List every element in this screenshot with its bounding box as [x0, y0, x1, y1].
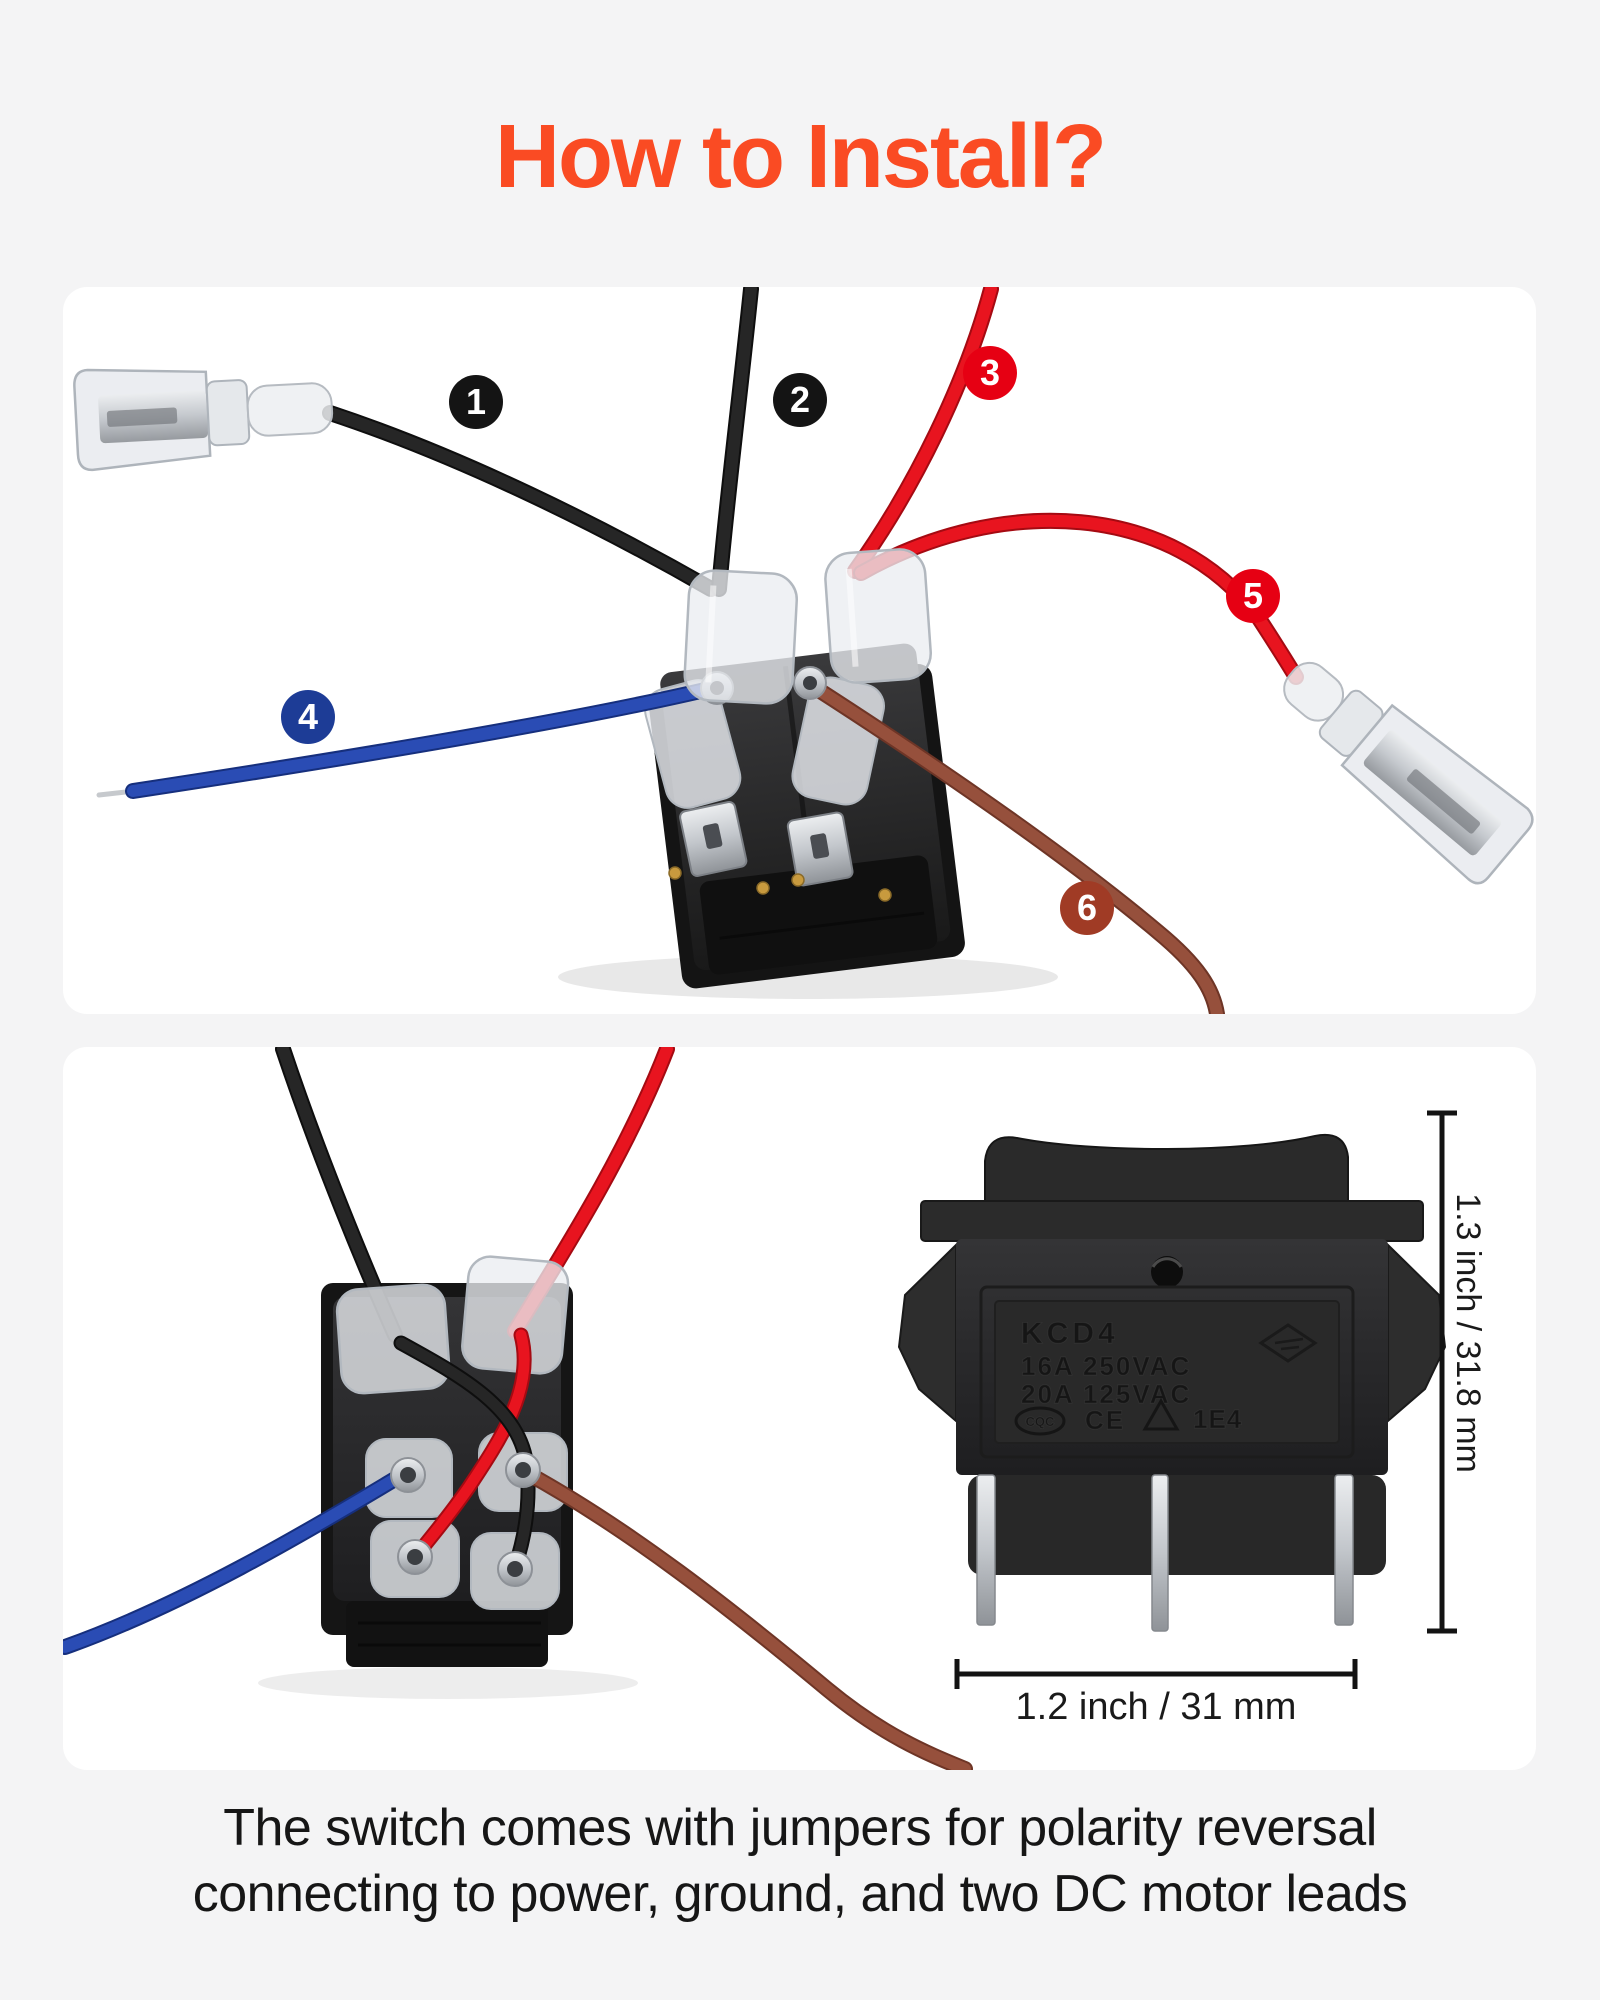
quick-disconnect-connector-5	[1283, 661, 1534, 885]
marking-model: KCD4	[1021, 1317, 1119, 1350]
step-badge-4: 4	[281, 690, 335, 744]
rocker-switch-side-view: KCD4 16A 250VAC 20A 125VAC CQC CE 1E4	[897, 1134, 1447, 1632]
jumper-red	[409, 1327, 532, 1563]
spade-terminal-right	[786, 811, 854, 887]
step-badge-3: 3	[963, 346, 1017, 400]
terminal-cover-mid-left	[644, 679, 742, 809]
caption-line-1: The switch comes with jumpers for polari…	[223, 1799, 1377, 1857]
wire-black-1	[322, 405, 719, 597]
marking-ce: CE	[1085, 1405, 1125, 1435]
jumper-and-dimensions-panel: KCD4 16A 250VAC 20A 125VAC CQC CE 1E4	[63, 1047, 1536, 1770]
rear-terminal-cover-top-right	[461, 1255, 570, 1375]
wire-black-2	[711, 287, 759, 597]
switch-underside	[968, 1475, 1386, 1575]
terminal-ring-mid-right	[793, 666, 827, 700]
step-badge-1: 1	[449, 375, 503, 429]
caption-line-2: connecting to power, ground, and two DC …	[192, 1865, 1408, 1923]
step-badge-6: 6	[1060, 881, 1114, 935]
height-dimension-line	[1427, 1110, 1457, 1634]
switch-pins	[976, 1474, 1354, 1632]
wiring-overview-illustration	[73, 287, 1534, 1014]
marking-plate	[994, 1300, 1340, 1444]
marking-1e4: 1E4	[1193, 1404, 1242, 1434]
wire-blue-motor	[63, 1471, 403, 1655]
step-badge-5: 5	[1226, 569, 1280, 623]
cqc-logo-oval	[1014, 1406, 1066, 1436]
wiring-overview-panel: 1 2 3 4 5 6	[63, 287, 1536, 1014]
terminal-cover-top-left	[683, 569, 798, 705]
wire-brown-motor	[519, 1465, 973, 1770]
quick-disconnect-connector-1	[73, 368, 334, 472]
page-title: How to Install?	[495, 107, 1107, 207]
rear-terminal-cover-top-left	[335, 1283, 451, 1395]
marking-plate-groove	[979, 1285, 1355, 1459]
snap-clip-right	[1387, 1242, 1447, 1424]
gold-crimp-screws	[668, 866, 892, 902]
step-badge-2: 2	[773, 373, 827, 427]
wire-red-5	[853, 512, 1304, 685]
diamond-logo	[1258, 1323, 1318, 1363]
spade-terminal-left	[679, 800, 748, 877]
marking-cqc: CQC	[1026, 1414, 1056, 1429]
mounting-flange	[920, 1200, 1424, 1242]
snap-clip-left	[897, 1242, 957, 1424]
width-dimension-label: 1.2 inch / 31 mm	[1016, 1686, 1297, 1728]
housing-hole	[1151, 1256, 1183, 1288]
height-dimension-label: 1.3 inch / 31.8 mm	[1449, 1193, 1487, 1473]
triangle-cert-icon	[1142, 1397, 1180, 1431]
wire-blue-4	[96, 682, 713, 799]
marking-rating-1: 16A 250VAC	[1021, 1351, 1191, 1381]
jumper-dimensions-illustration: KCD4 16A 250VAC 20A 125VAC CQC CE 1E4	[63, 1047, 1487, 1770]
width-dimension-line	[954, 1659, 1358, 1689]
terminal-cover-top-right	[824, 548, 932, 684]
wire-red-3	[847, 287, 999, 579]
rear-terminal-rings	[390, 1452, 541, 1587]
